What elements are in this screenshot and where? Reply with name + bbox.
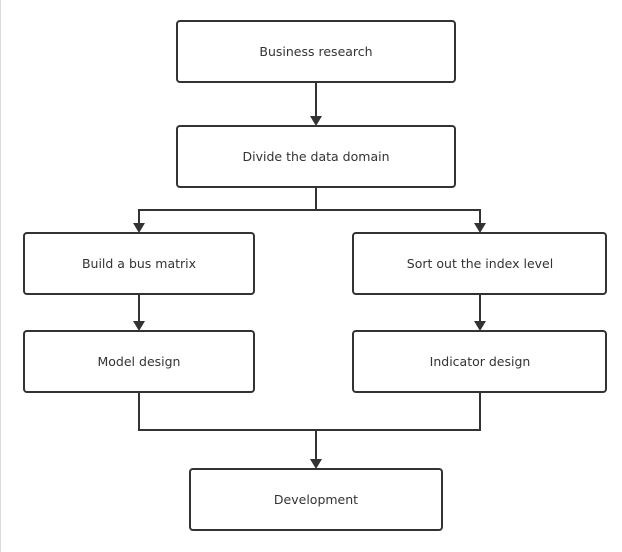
node-box	[352, 232, 607, 295]
node-label: Build a bus matrix	[82, 256, 196, 271]
arrow-head-domain	[310, 116, 322, 126]
node-box	[176, 125, 456, 188]
node-box	[23, 232, 255, 295]
arrow-head-bus-matrix	[133, 223, 145, 233]
node-label: Indicator design	[430, 354, 531, 369]
arrow-head-index-level	[474, 223, 486, 233]
node-development: Development	[189, 468, 443, 531]
node-box	[352, 330, 607, 393]
node-sort-index-level: Sort out the index level	[352, 232, 607, 295]
node-box	[176, 20, 456, 83]
node-indicator-design: Indicator design	[352, 330, 607, 393]
node-box	[23, 330, 255, 393]
arrow-head-indicator-design	[474, 321, 486, 331]
node-label: Business research	[259, 44, 372, 59]
node-build-bus-matrix: Build a bus matrix	[23, 232, 255, 295]
node-divide-data-domain: Divide the data domain	[176, 125, 456, 188]
node-box	[189, 468, 443, 531]
arrow-head-development	[310, 459, 322, 469]
arrow-head-model-design	[133, 321, 145, 331]
node-label: Divide the data domain	[243, 149, 390, 164]
node-business-research: Business research	[176, 20, 456, 83]
node-label: Model design	[98, 354, 181, 369]
edges	[133, 82, 486, 469]
node-model-design: Model design	[23, 330, 255, 393]
edge-domain-split	[138, 188, 481, 224]
node-label: Sort out the index level	[407, 256, 553, 271]
node-label: Development	[274, 492, 358, 507]
edge-merge-to-development	[138, 392, 481, 460]
left-border	[0, 0, 1, 552]
